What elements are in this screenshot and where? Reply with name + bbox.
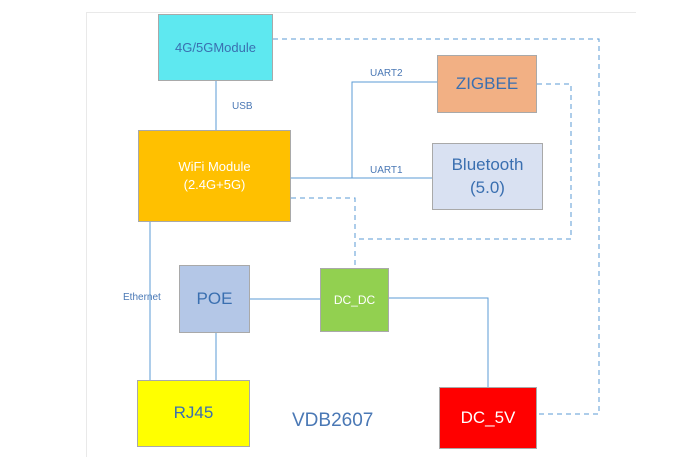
uart2-link (351, 81, 437, 178)
zigbee-label: ZIGBEE (455, 73, 519, 93)
power-bus-4g (273, 38, 600, 415)
dc5v-block: DC_5V (439, 387, 537, 449)
module-4g5g-block: 4G/5GModule (158, 14, 273, 81)
poe-block: POE (179, 265, 250, 333)
dcdc-block: DC_DC (320, 268, 389, 332)
usb-label: USB (232, 101, 253, 112)
rj45-block: RJ45 (137, 380, 250, 447)
rj45-label: RJ45 (173, 403, 214, 423)
uart2-label: UART2 (370, 68, 403, 79)
wifi-module-block: WiFi Module (2.4G+5G) (138, 130, 291, 222)
ethernet-label: Ethernet (123, 292, 161, 303)
bluetooth-label: Bluetooth (5.0) (451, 154, 524, 197)
module-4g5g-label: 4G/5GModule (175, 39, 256, 55)
dcdc-dc5v-link (389, 297, 489, 387)
frame-top-border (86, 12, 636, 13)
frame-left-border (86, 12, 87, 457)
diagram-title: VDB2607 (292, 410, 374, 431)
dc5v-label: DC_5V (460, 407, 516, 427)
poe-label: POE (196, 288, 233, 308)
power-bus-zigbee (355, 83, 572, 240)
power-bus-wifi (291, 197, 356, 268)
dcdc-label: DC_DC (333, 292, 376, 307)
wifi-module-label: WiFi Module (2.4G+5G) (178, 159, 251, 192)
zigbee-block: ZIGBEE (437, 55, 537, 113)
uart1-label: UART1 (370, 165, 403, 176)
bluetooth-block: Bluetooth (5.0) (432, 143, 543, 210)
